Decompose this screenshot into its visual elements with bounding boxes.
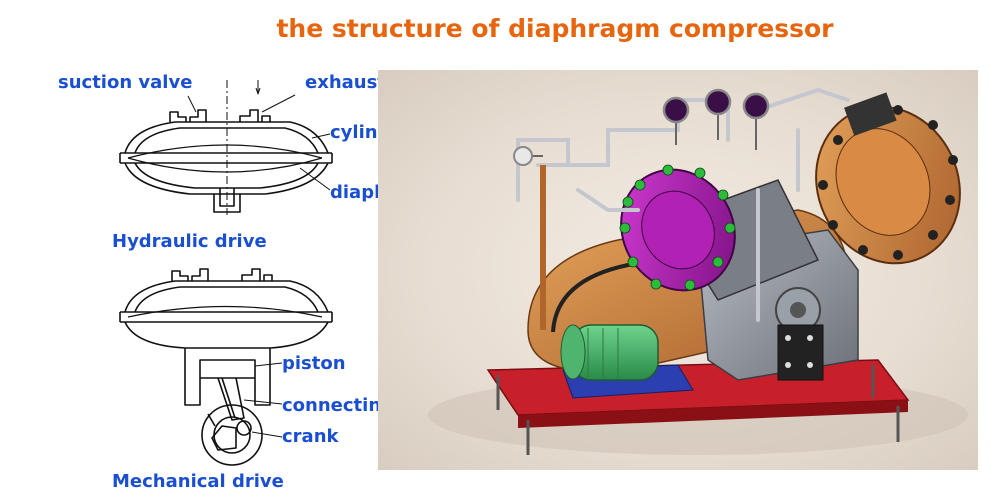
label-piston: piston <box>282 353 346 374</box>
schematic-drawings <box>119 80 333 466</box>
mechanical-drive-drawing <box>119 268 333 466</box>
compressor-render-image <box>378 70 978 470</box>
pressure-gauges <box>513 88 770 166</box>
label-hydraulic-drive: Hydraulic drive <box>112 231 267 252</box>
label-suction-valve: suction valve <box>58 72 193 93</box>
hydraulic-drive-drawing <box>119 80 333 215</box>
label-mechanical-drive: Mechanical drive <box>112 471 284 492</box>
diagram-title: the structure of diaphragm compressor <box>276 14 834 43</box>
pipework <box>516 87 850 322</box>
first-stage-head <box>619 164 736 292</box>
electric-motor <box>560 324 659 381</box>
label-crank: crank <box>282 426 339 447</box>
second-stage-head <box>815 92 961 265</box>
